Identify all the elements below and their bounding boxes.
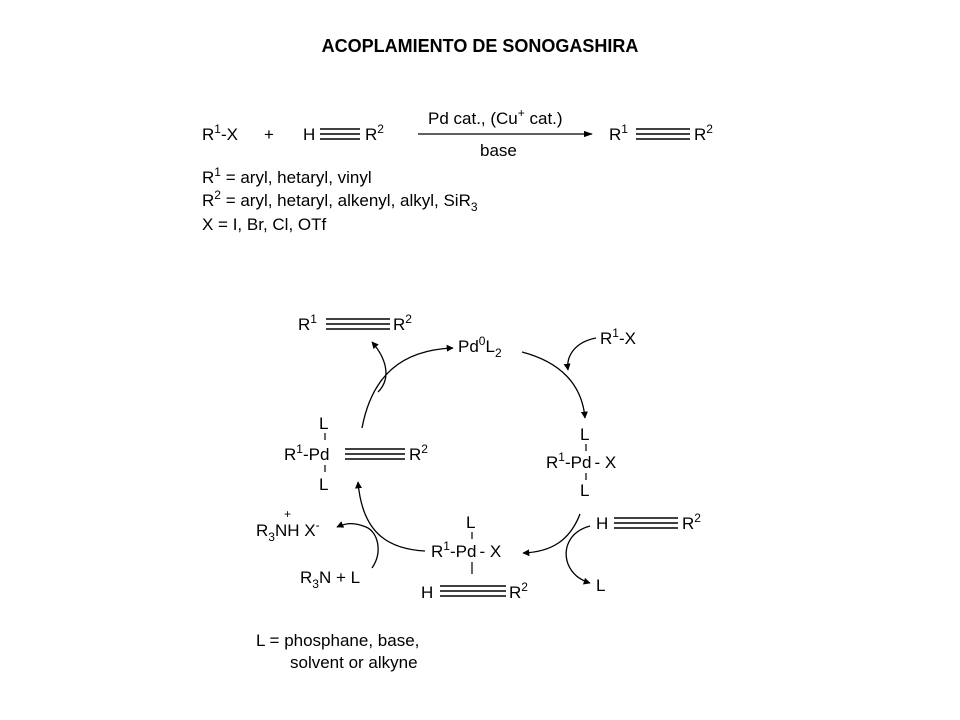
complex-alkynyl: L R1-Pd R2 L — [284, 414, 428, 494]
arrow-r1x-in — [563, 337, 597, 371]
substituent-definitions: R1 = aryl, hetaryl, vinyl R2 = aryl, het… — [202, 165, 478, 234]
triple-bond — [320, 128, 360, 140]
cycle-alkyne-h: H — [596, 514, 608, 533]
catalyst-pd0l2: Pd0L2 — [458, 334, 502, 360]
ligand-label: L — [319, 475, 328, 494]
complex-formula: R1-Pd- X — [431, 539, 501, 561]
alkynyl-r2: R2 — [409, 442, 428, 464]
pi-alkyne-h: H — [421, 583, 433, 602]
triple-bond — [614, 517, 678, 529]
ligand-label: L — [580, 425, 589, 444]
released-ligand: L — [596, 576, 605, 595]
pi-alkyne-r2: R2 — [509, 580, 528, 602]
triple-bond — [636, 128, 690, 140]
reactant-aryl-halide: R1-X — [202, 122, 238, 144]
complex-formula: R1-Pd — [284, 442, 329, 464]
cycle-product-r1: R1 — [298, 312, 317, 334]
cycle-alkyne-r2: R2 — [682, 511, 701, 533]
conditions-base: base — [480, 141, 517, 160]
definition-r2: R2 = aryl, hetaryl, alkenyl, alkyl, SiR3 — [202, 188, 478, 214]
arrow-reductive-elimination — [361, 344, 454, 429]
arrow-alkyne-in-l-out — [565, 525, 591, 585]
reactant-alkyne-r2: R2 — [365, 122, 384, 144]
product-r2: R2 — [694, 122, 713, 144]
ligand-label: L — [319, 414, 328, 433]
ligand-label: L — [466, 513, 475, 532]
ligand-label: L — [580, 481, 589, 500]
arrow-ligand-exchange — [522, 513, 581, 557]
conditions-catalyst: Pd cat., (Cu+ cat.) — [428, 106, 563, 128]
salt-charge-plus: + — [284, 507, 291, 521]
cycle-product-r2: R2 — [393, 312, 412, 334]
ammonium-salt: + R3NH X- — [256, 507, 320, 544]
definition-x: X = I, Br, Cl, OTf — [202, 215, 326, 234]
triple-bond — [440, 585, 506, 597]
base-reagent: R3N + L — [300, 568, 360, 591]
complex-formula: R1-Pd- X — [546, 450, 616, 472]
arrow-product-out — [371, 341, 387, 393]
plus-sign: + — [264, 125, 274, 144]
catalytic-cycle: R1 R2 Pd0L2 R1-X L R1-Pd- X L — [256, 312, 701, 602]
triple-bond — [326, 318, 390, 330]
arrow-base-in-salt-out — [336, 521, 379, 569]
definition-r1: R1 = aryl, hetaryl, vinyl — [202, 165, 372, 187]
salt-formula: R3NH X- — [256, 518, 320, 544]
reactant-alkyne-h: H — [303, 125, 315, 144]
complex-oxidative-addition: L R1-Pd- X L — [546, 425, 616, 500]
product-r1: R1 — [609, 122, 628, 144]
page-title: ACOPLAMIENTO DE SONOGASHIRA — [322, 36, 639, 56]
legend-line-2: solvent or alkyne — [290, 653, 418, 672]
legend-line-1: L = phosphane, base, — [256, 631, 419, 650]
triple-bond — [345, 448, 405, 460]
arrow-deprotonation — [355, 481, 426, 552]
oxidative-addition-reagent: R1-X — [600, 326, 636, 348]
arrow-oxidative-addition — [521, 351, 588, 419]
ligand-legend: L = phosphane, base, solvent or alkyne — [256, 631, 419, 672]
complex-pi-alkyne: L R1-Pd- X H R2 — [421, 513, 528, 602]
overall-reaction: R1-X + H R2 Pd cat., (Cu+ cat.) base R1 … — [202, 106, 713, 160]
